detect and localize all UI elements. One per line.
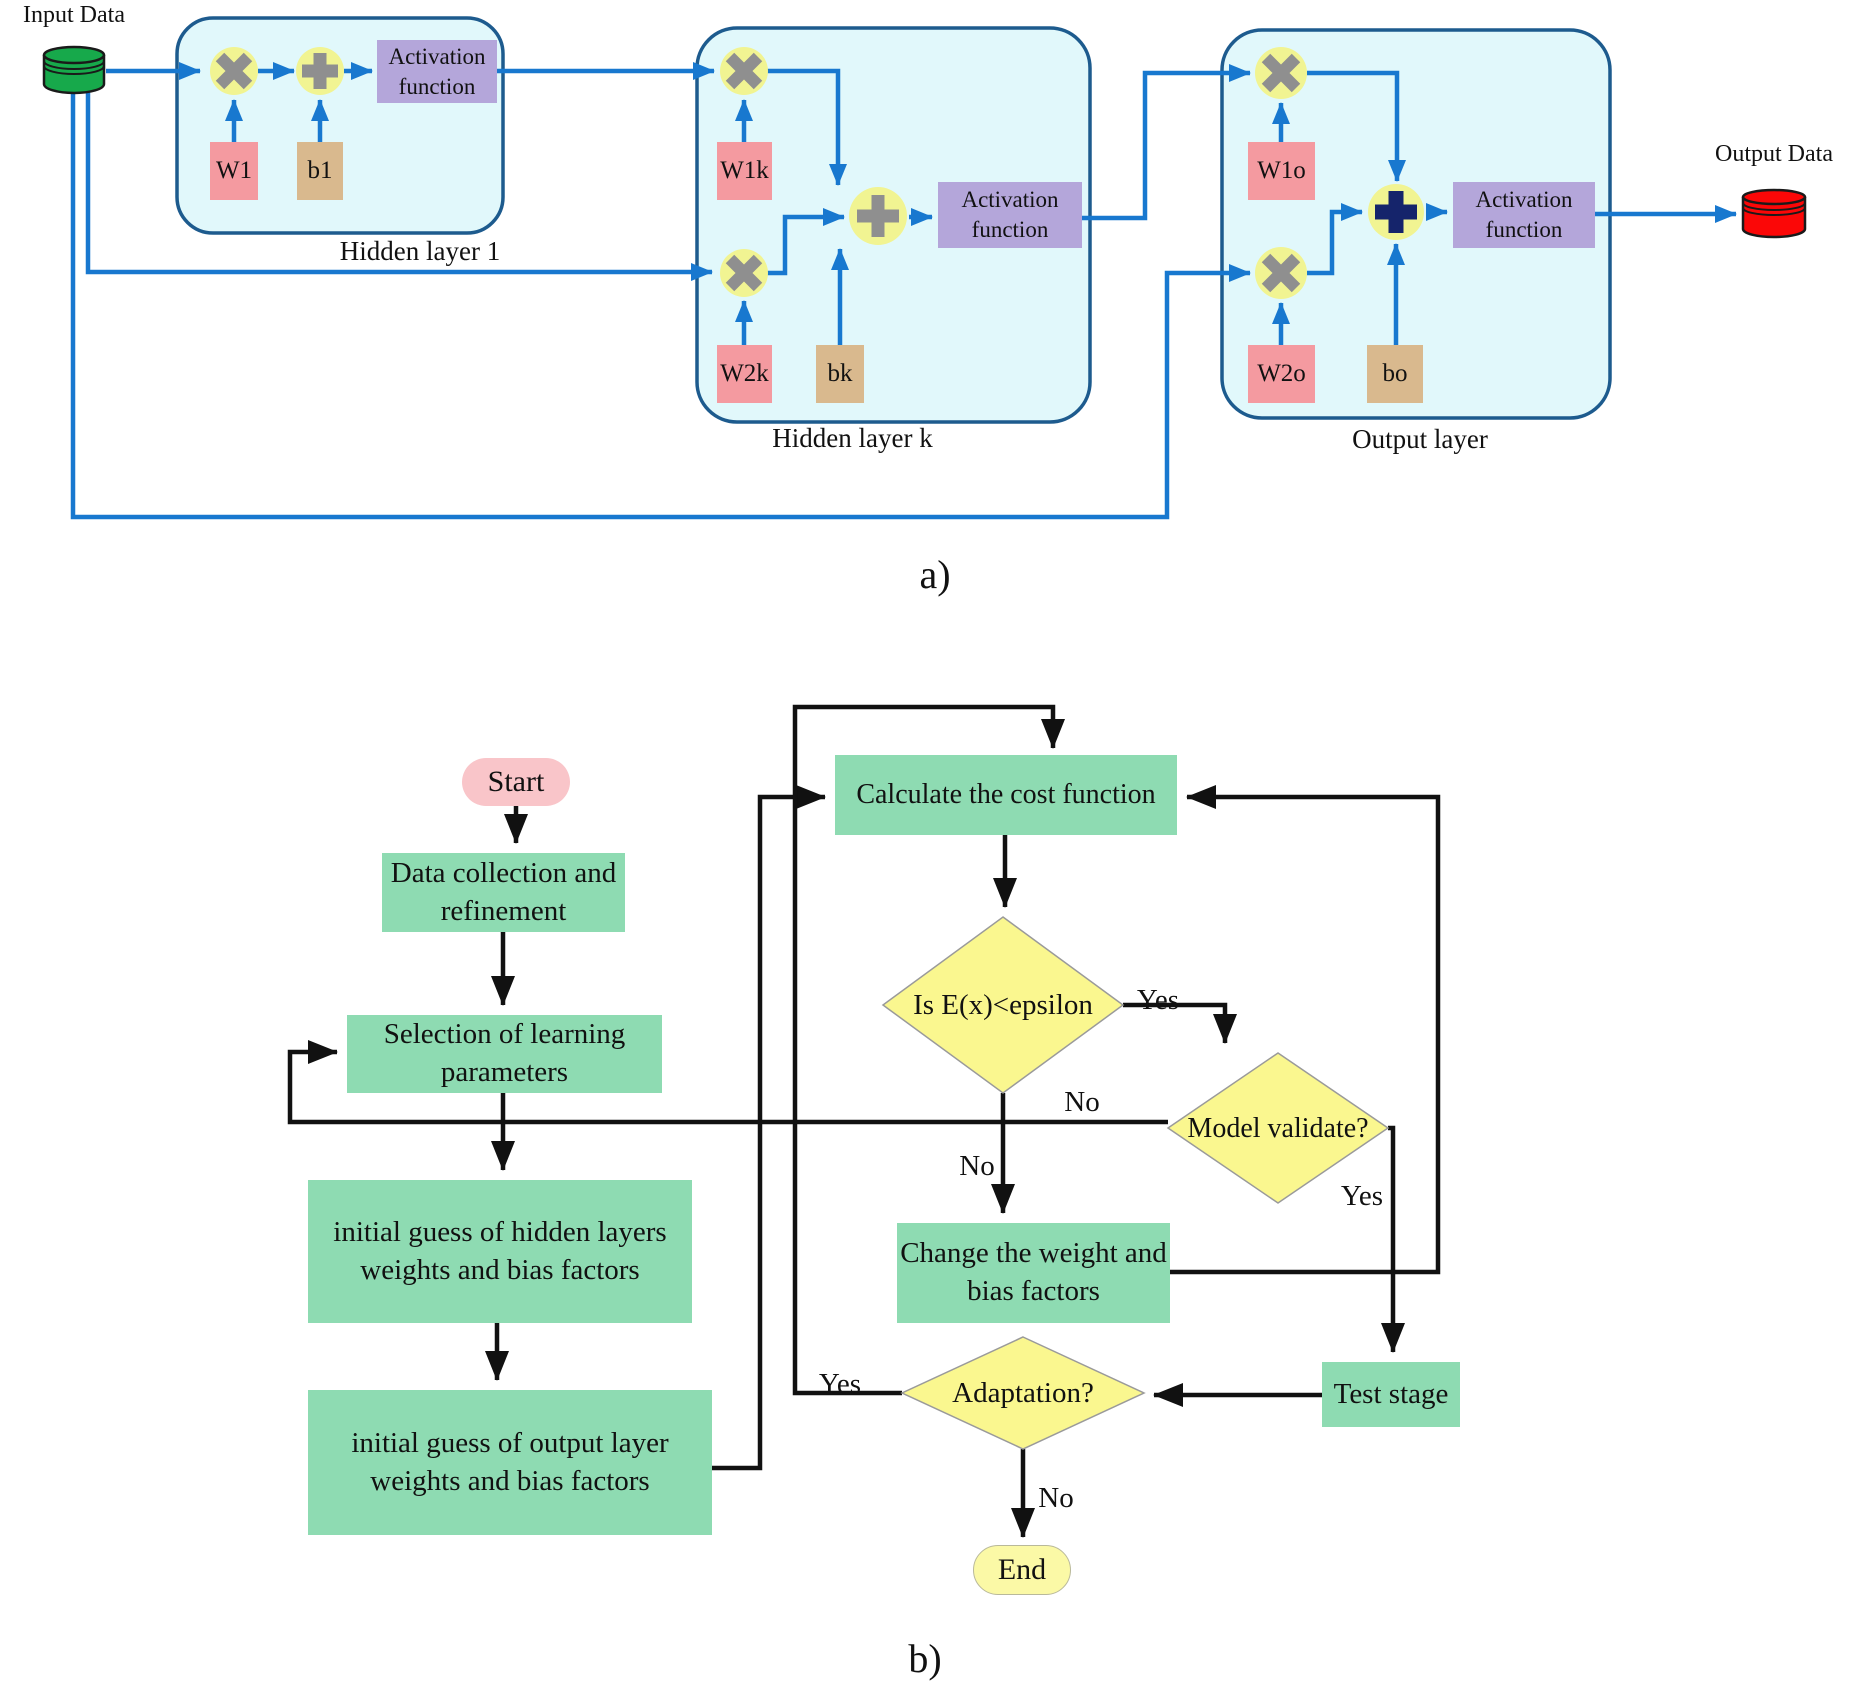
arrow-validate-no-to-selection: [287, 1040, 1168, 1125]
weight-w2k-box: W2k: [717, 345, 772, 403]
arrow-activationk-to-multo1: [1082, 64, 1251, 221]
arrow-epsilon-yes-to-validate: [1123, 1002, 1237, 1044]
selection-parameters-step: Selection of learning parameters: [347, 1015, 662, 1093]
arrow-multo1-to-addo: [1307, 70, 1406, 182]
hidden-layer-1-caption: Hidden layer 1: [339, 235, 501, 266]
output-data-cylinder: [1741, 188, 1807, 239]
arrow-change-to-calculate: [1170, 785, 1441, 1275]
activation-function-box: Activation function: [938, 182, 1082, 248]
adaptation-no-label: No: [1038, 1481, 1074, 1514]
arrow-output-guess-to-calculate: [712, 785, 826, 1471]
weight-w1-box: W1: [210, 142, 258, 200]
bias-b1-box: b1: [297, 142, 343, 200]
multiply-icon: [215, 52, 253, 90]
weight-w1k-box: W1k: [717, 142, 772, 200]
arrow-input-to-multk2: [85, 90, 713, 281]
arrow-multk2-to-addk: [767, 208, 845, 276]
weight-w2o-box: W2o: [1248, 345, 1315, 403]
hidden-guess-step: initial guess of hidden layers weights a…: [308, 1180, 692, 1323]
validate-yes-label: Yes: [1340, 1179, 1384, 1212]
output-guess-step: initial guess of output layer weights an…: [308, 1390, 712, 1535]
validate-no-label: No: [1064, 1085, 1100, 1118]
plus-icon: [857, 195, 899, 237]
output-layer-caption: Output layer: [1352, 423, 1488, 454]
weight-w1o-box: W1o: [1248, 142, 1315, 200]
plus-icon-navy: [1375, 191, 1417, 233]
arrow-multo2-to-addo: [1307, 203, 1363, 276]
network-connectors: [70, 62, 1737, 520]
epsilon-no-label: No: [959, 1149, 995, 1182]
model-validate-diamond: [1166, 1052, 1390, 1204]
flowchart-connectors: [287, 704, 1441, 1538]
arrow-adaptation-yes-to-calculate: [792, 704, 1065, 1396]
output-data-label: Output Data: [1715, 140, 1833, 167]
activation-function-box: Activation function: [377, 40, 497, 103]
arrow-input-to-multo2: [70, 90, 1251, 520]
epsilon-check-diamond: [881, 916, 1125, 1094]
adaptation-diamond: [900, 1336, 1146, 1450]
multiply-icon: [1261, 253, 1301, 293]
panel-a-label: a): [919, 551, 951, 597]
input-data-cylinder: [42, 45, 106, 95]
start-node: Start: [462, 758, 570, 806]
calculate-cost-step: Calculate the cost function: [835, 755, 1177, 835]
activation-function-box: Activation function: [1453, 182, 1595, 248]
adaptation-label: Adaptation?: [952, 1376, 1094, 1409]
multiply-icon: [725, 254, 763, 292]
arrow-validate-yes-to-test: [1381, 1125, 1405, 1353]
adaptation-yes-label: Yes: [818, 1367, 862, 1400]
multiply-icon: [1261, 53, 1301, 93]
plus-icon: [302, 53, 338, 89]
arrow-multk1-to-addk: [767, 68, 847, 186]
change-weights-step: Change the weight and bias factors: [897, 1223, 1170, 1323]
bias-bk-box: bk: [816, 345, 864, 403]
multiply-icon: [725, 52, 763, 90]
data-collection-step: Data collection and refinement: [382, 853, 625, 932]
panel-b-label: b): [908, 1635, 942, 1681]
bias-bo-box: bo: [1367, 345, 1423, 403]
model-validate-label: Model validate?: [1187, 1112, 1369, 1144]
test-stage-step: Test stage: [1322, 1362, 1460, 1427]
operation-nodes: [210, 47, 1424, 299]
end-node: End: [973, 1545, 1071, 1595]
epsilon-check-label: Is E(x)<epsilon: [913, 988, 1093, 1021]
hidden-layer-k-caption: Hidden layer k: [772, 422, 933, 453]
input-data-label: Input Data: [23, 1, 125, 28]
epsilon-yes-label: Yes: [1136, 983, 1180, 1016]
